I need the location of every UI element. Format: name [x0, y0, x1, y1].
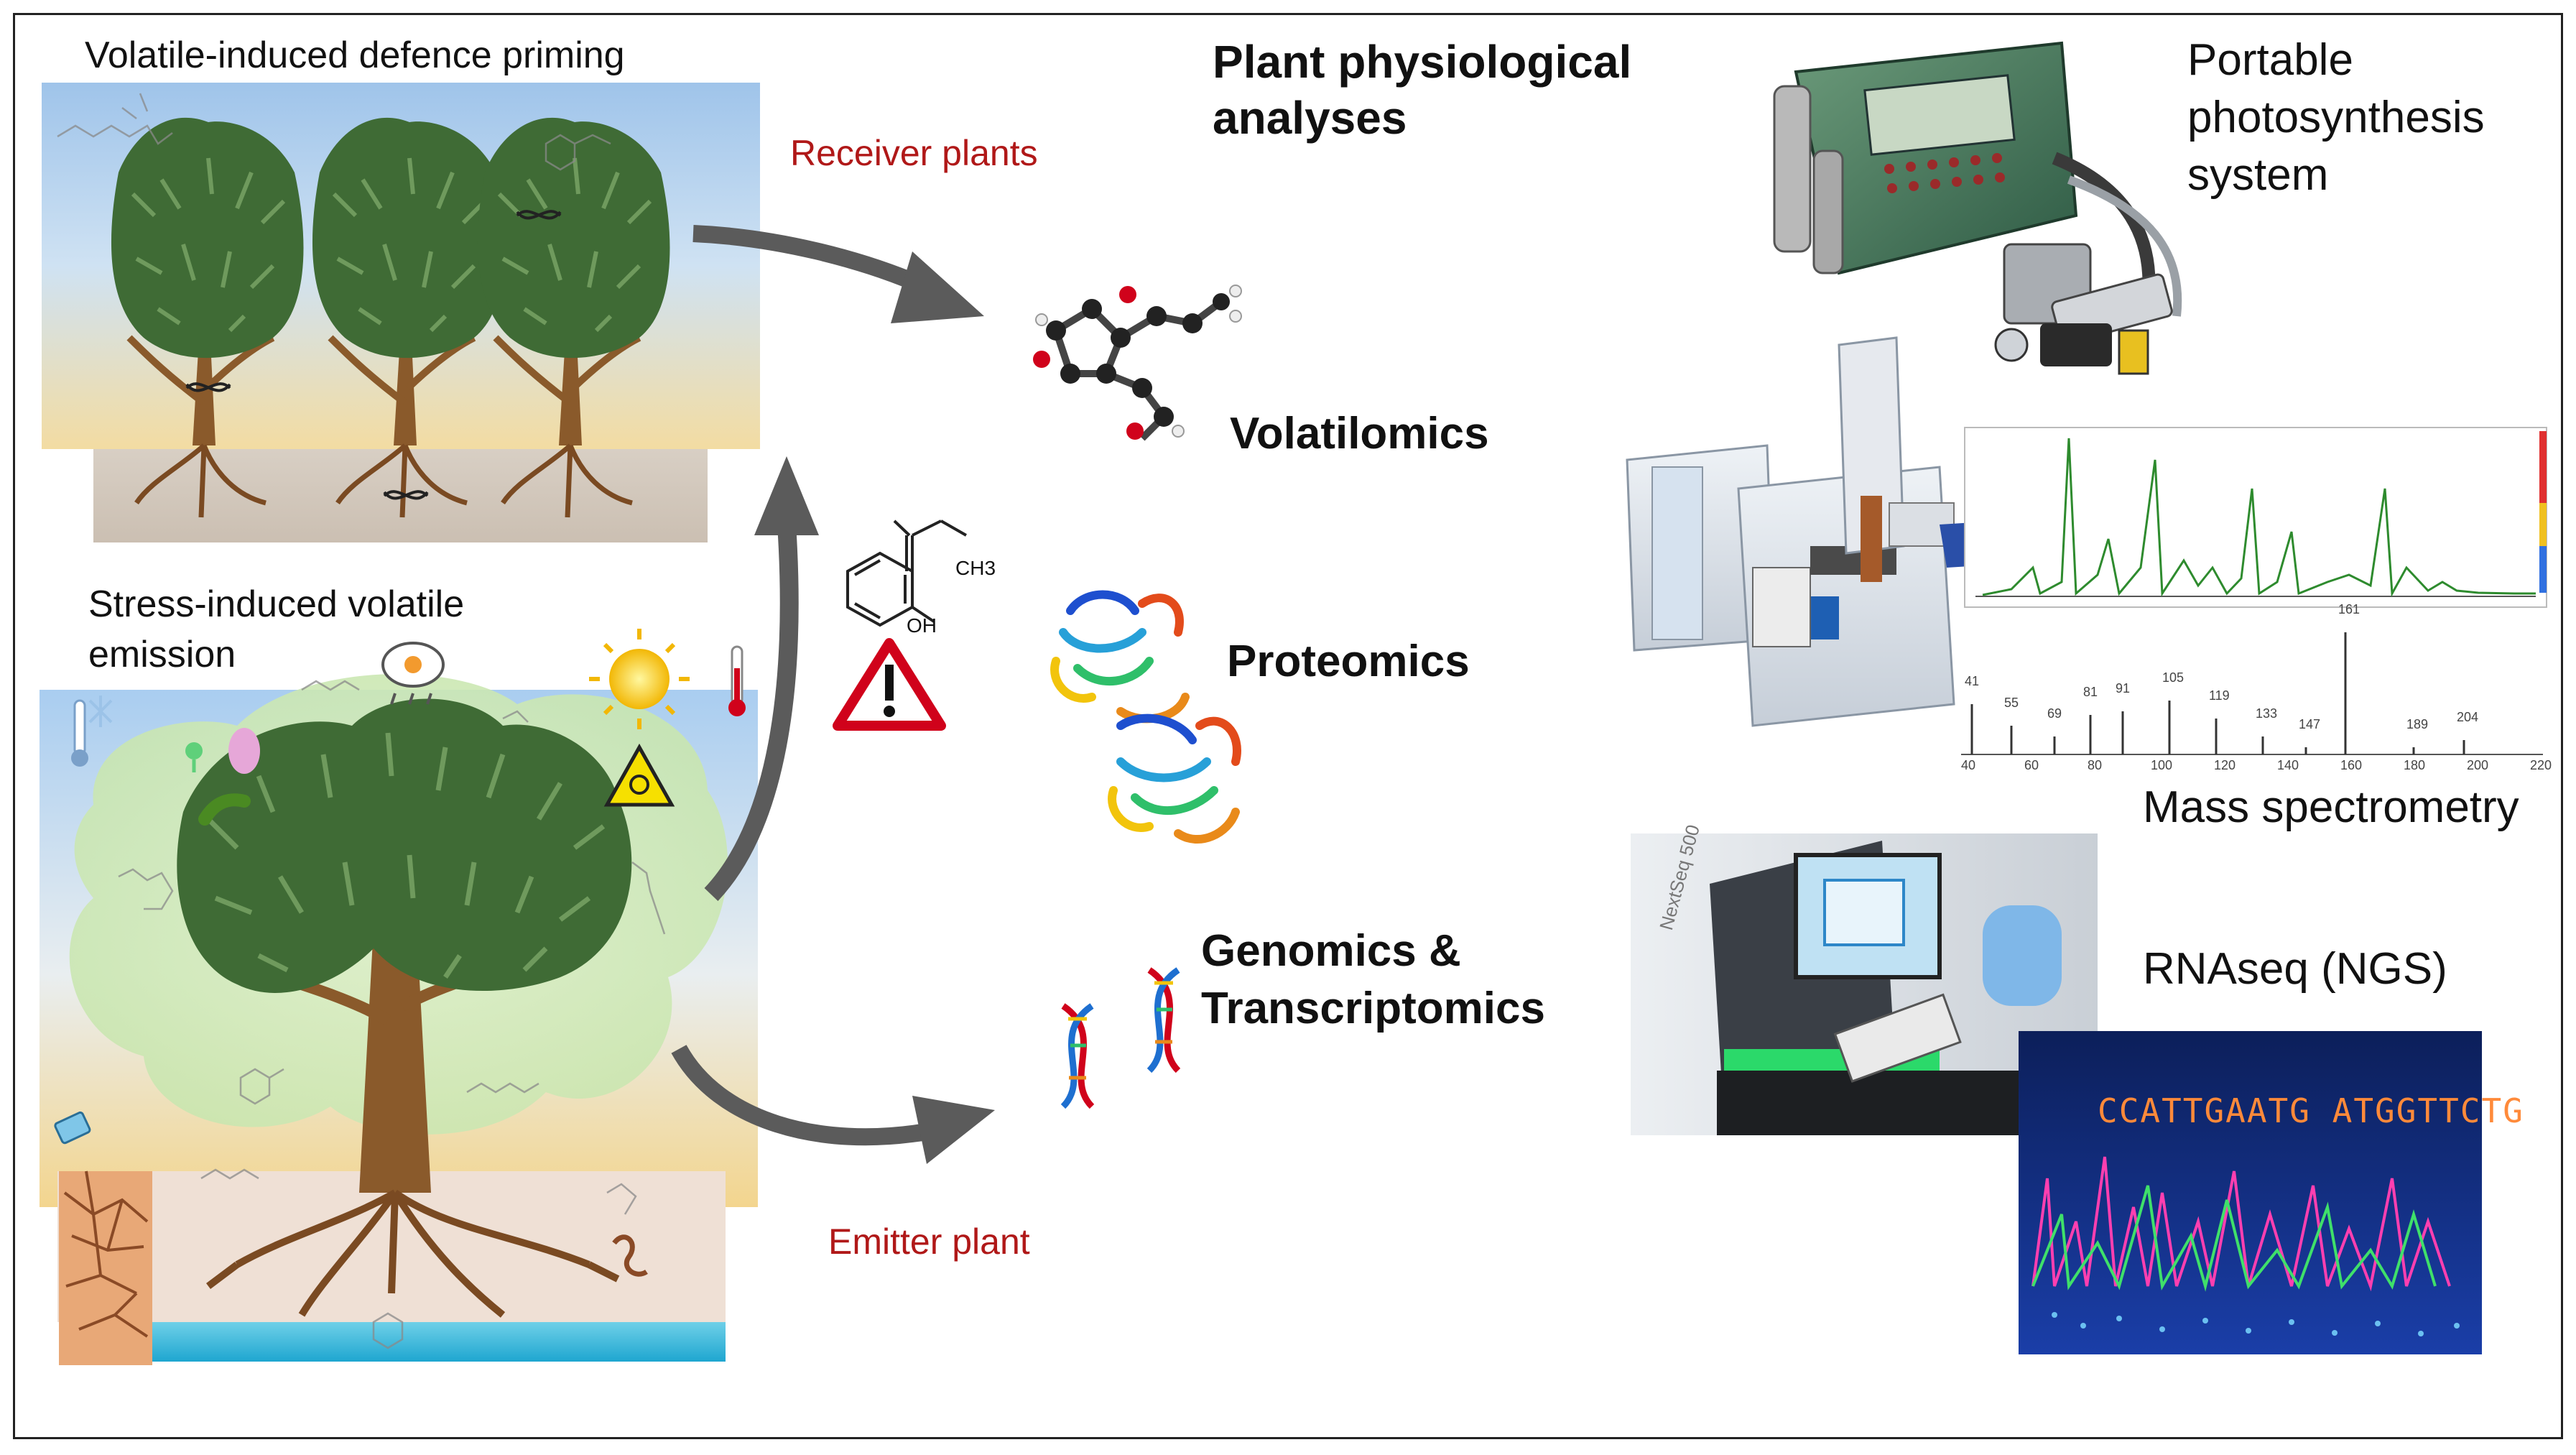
warning-triangle-icon [833, 638, 946, 731]
faint-molecule-icons [57, 93, 666, 1349]
spectrum-axis-tick: 180 [2404, 758, 2426, 772]
volatilomics-label: Volatilomics [1230, 409, 1489, 458]
proteomics-label: Proteomics [1227, 637, 1470, 686]
caterpillar-icon [198, 793, 251, 826]
arrow-receivers-to-analyses [692, 225, 984, 323]
volatile-molecule-icon [1033, 285, 1242, 441]
spectrum-axis-tick: 80 [2088, 758, 2103, 772]
spectrum-peak-label: 55 [2004, 696, 2019, 710]
spectrum-peak-label: 189 [2406, 717, 2429, 731]
photosynthesis-device-image [1773, 41, 2182, 375]
spectrum-peak-label: 133 [2256, 706, 2278, 721]
photosynthesis-label-line2: photosynthesis [2187, 93, 2485, 142]
spectrum-axis-tick: 60 [2024, 758, 2039, 772]
spectrum-peak-label: 91 [2116, 681, 2131, 696]
cold-thermometer-icon [71, 696, 113, 767]
spectrum-axis-tick: 40 [1961, 758, 1976, 772]
spectrum-axis-tick: 120 [2214, 758, 2236, 772]
bottom-panel-title-line1: Stress-induced volatile [88, 583, 465, 625]
dna-glyph-icon [185, 210, 562, 500]
sun-icon [589, 629, 690, 729]
spectrum-peak-label: 105 [2162, 670, 2184, 685]
photosynthesis-label-line3: system [2187, 150, 2329, 200]
pathogen-icon [185, 728, 260, 774]
spectrum-peak-label: 81 [2083, 685, 2098, 699]
rnaseq-label: RNAseq (NGS) [2143, 944, 2447, 994]
analyses-heading-line2: analyses [1213, 92, 1407, 144]
hydroxyl-group-label: OH [907, 614, 937, 637]
dna-double-helix-icon [1060, 967, 1181, 1109]
photosynthesis-label-line1: Portable [2187, 35, 2353, 85]
methyl-group-label: CH3 [955, 557, 996, 579]
emitter-plant-label: Emitter plant [828, 1221, 1030, 1262]
thermometer-icon [728, 645, 746, 716]
bottom-panel-title-line2: emission [88, 634, 236, 675]
spectrum-peak-label: 147 [2299, 717, 2321, 731]
spectrum-peak-label: 69 [2047, 706, 2062, 721]
spectrum-axis-tick: 160 [2340, 758, 2363, 772]
analyses-heading-line1: Plant physiological [1213, 36, 1632, 88]
dna-read-sequence: CCATTGAATG ATGGTTCTG [2098, 1091, 2524, 1130]
spectrum-axis-tick: 200 [2467, 758, 2489, 772]
worm-icon [612, 1234, 648, 1277]
receiver-tree-3 [477, 117, 670, 518]
chromatogram-image [1964, 427, 2547, 608]
receiver-tree-2 [312, 117, 505, 518]
ngs-data-image [2019, 1031, 2482, 1354]
receiver-plants-label: Receiver plants [790, 133, 1038, 173]
methyl-salicylate-structure [846, 519, 967, 627]
arrow-emitter-to-analyses [671, 1045, 995, 1164]
genomics-label-line2: Transcriptomics [1201, 984, 1545, 1033]
emitter-tree [177, 698, 632, 1318]
top-panel-title: Volatile-induced defence priming [85, 34, 625, 76]
groundwater [151, 1322, 726, 1362]
mass-spectrum-image [1961, 632, 2543, 755]
figure-frame [13, 13, 2563, 1439]
spectrum-peak-label: 204 [2457, 710, 2479, 724]
spectrum-peak-label: 161 [2338, 602, 2360, 616]
spectrum-axis-tick: 140 [2277, 758, 2299, 772]
spectrum-axis-tick: 220 [2530, 758, 2552, 772]
protein-structure-icon [1050, 590, 1241, 844]
receiver-tree-1 [111, 117, 304, 518]
uv-warning-icon [603, 743, 675, 807]
chemical-vial-icon [54, 1111, 91, 1145]
genomics-label-line1: Genomics & [1201, 926, 1461, 976]
storm-cloud-icon [381, 642, 445, 705]
spectrum-axis-tick: 100 [2151, 758, 2173, 772]
dry-soil-icon [59, 1170, 152, 1365]
mass-spectrometry-label: Mass spectrometry [2143, 782, 2519, 832]
top-soil [93, 449, 708, 542]
arrow-emitter-to-receivers [704, 456, 819, 901]
spectrum-peak-label: 41 [1965, 674, 1980, 688]
spectrum-peak-label: 119 [2209, 688, 2230, 703]
